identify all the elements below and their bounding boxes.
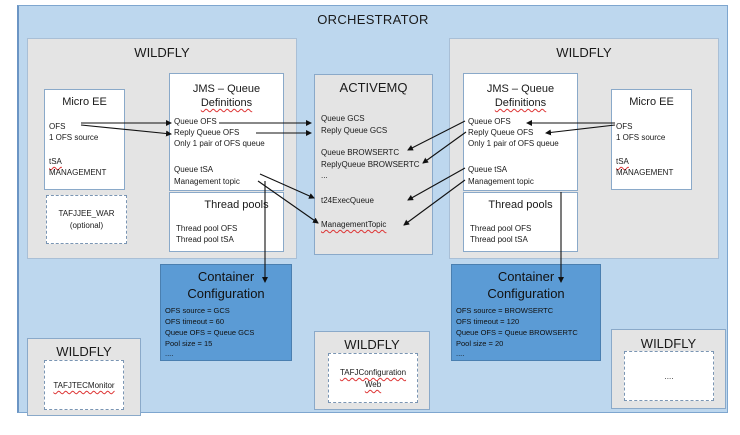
tafjtecmonitor-box: TAFJTECMonitor <box>44 360 124 410</box>
jms-right-queue-ofs: Queue OFS <box>468 117 511 126</box>
wildfly-left-title: WILDFLY <box>134 45 190 60</box>
jms-left-only-one-pair: Only 1 pair of OFS queue <box>174 139 265 148</box>
container-configuration-right: Container Configuration OFS source = BRO… <box>451 264 601 361</box>
wildfly-config-web-title: WILDFLY <box>344 337 400 352</box>
jms-left-title-text: Definitions <box>200 97 253 109</box>
micro-ee-left-ofs: OFS <box>49 122 66 131</box>
jms-left-title-line1: JMS – Queue <box>192 83 261 95</box>
micro-ee-left-management: MANAGEMENT <box>49 168 107 177</box>
thread-pool-ofs-right: Thread pool OFS <box>470 224 532 233</box>
config-left-pool-size: Pool size = 15 <box>165 339 213 348</box>
activemq-managementtopic: ManagementTopic <box>321 220 387 229</box>
jms-right-title-line1: JMS – Queue <box>486 83 555 95</box>
orchestrator-title: ORCHESTRATOR <box>317 12 429 27</box>
micro-ee-right: Micro EE OFS 1 OFS source tSA MANAGEMENT <box>611 89 692 190</box>
micro-ee-right-tsa: tSA <box>616 157 629 166</box>
jms-right-queue-tsa: Queue tSA <box>468 165 508 174</box>
config-right-ofs-timeout: OFS timeout = 120 <box>456 317 520 326</box>
jms-right-only-one-pair: Only 1 pair of OFS queue <box>468 139 559 148</box>
tafjjee-war-label: TAFJJEE_WAR <box>58 209 115 218</box>
config-left-queue-ofs: Queue OFS = Queue GCS <box>165 328 255 337</box>
jms-left-title-line2: Definitions <box>170 96 283 110</box>
tafjjee-war-box: TAFJJEE_WAR (optional) <box>46 195 127 244</box>
micro-ee-right-ofs-source: 1 OFS source <box>616 133 666 142</box>
tafjjee-war-optional: (optional) <box>69 221 104 230</box>
config-left-title-line2: Configuration <box>187 286 265 301</box>
activemq-queue-browsertc: Queue BROWSERTC <box>321 148 400 157</box>
other-app-box: .... <box>624 351 714 401</box>
micro-ee-right-title: Micro EE <box>629 96 674 108</box>
web-label: Web <box>329 379 417 390</box>
thread-pools-right-title: Thread pools <box>488 199 553 211</box>
micro-ee-left-ofs-source: 1 OFS source <box>49 133 99 142</box>
wildfly-other-title: WILDFLY <box>640 336 697 351</box>
tafjconfiguration-label: TAFJConfiguration <box>329 367 417 378</box>
config-right-pool-size: Pool size = 20 <box>456 339 504 348</box>
activemq-box: ACTIVEMQ Queue GCS Reply Queue GCS Queue… <box>314 74 433 255</box>
activemq-title: ACTIVEMQ <box>339 80 408 95</box>
thread-pool-tsa-left: Thread pool tSA <box>176 235 234 244</box>
activemq-reply-queue-gcs: Reply Queue GCS <box>321 126 388 135</box>
thread-pool-ofs-left: Thread pool OFS <box>176 224 238 233</box>
micro-ee-left: Micro EE OFS 1 OFS source tSA MANAGEMENT <box>44 89 125 190</box>
config-right-ofs-source: OFS source = BROWSERTC <box>456 306 554 315</box>
config-right-title-line1: Container <box>497 269 555 284</box>
thread-pools-right: Thread pools Thread pool OFS Thread pool… <box>463 192 578 252</box>
jms-queue-definitions-left: JMS – Queue Definitions Queue OFS Reply … <box>169 73 284 191</box>
config-right-title-line2: Configuration <box>487 286 565 301</box>
tafjconfiguration-text: TAFJConfiguration <box>339 368 407 377</box>
jms-left-queue-ofs: Queue OFS <box>174 117 217 126</box>
config-left-ofs-source: OFS source = GCS <box>165 306 230 315</box>
thread-pools-left: Thread pools Thread pool OFS Thread pool… <box>169 192 284 252</box>
container-configuration-left: Container Configuration OFS source = GCS… <box>160 264 292 361</box>
web-text: Web <box>364 380 382 389</box>
micro-ee-left-title: Micro EE <box>62 96 107 108</box>
micro-ee-left-tsa: tSA <box>49 157 62 166</box>
jms-left-management-topic: Management topic <box>174 177 240 186</box>
wildfly-right-title: WILDFLY <box>556 45 612 60</box>
jms-left-reply-queue-ofs: Reply Queue OFS <box>174 128 240 137</box>
activemq-ellipsis: ... <box>321 171 328 180</box>
jms-right-title-line2: Definitions <box>464 96 577 110</box>
config-left-title-line1: Container <box>197 269 255 284</box>
wildfly-monitor-title: WILDFLY <box>56 344 112 359</box>
tafjtecmonitor-label: TAFJTECMonitor <box>45 380 123 391</box>
thread-pools-left-title: Thread pools <box>204 199 269 211</box>
other-app-label: .... <box>664 372 674 381</box>
activemq-queue-gcs: Queue GCS <box>321 114 365 123</box>
config-left-ellipsis: .... <box>165 349 174 358</box>
jms-left-queue-tsa: Queue tSA <box>174 165 214 174</box>
config-left-ofs-timeout: OFS timeout = 60 <box>165 317 224 326</box>
config-right-queue-ofs: Queue OFS = Queue BROWSERTC <box>456 328 578 337</box>
config-right-ellipsis: .... <box>456 349 465 358</box>
jms-right-management-topic: Management topic <box>468 177 534 186</box>
activemq-t24execqueue: t24ExecQueue <box>321 196 374 205</box>
thread-pool-tsa-right: Thread pool tSA <box>470 235 528 244</box>
jms-queue-definitions-right: JMS – Queue Definitions Queue OFS Reply … <box>463 73 578 191</box>
tafjconfiguration-web-box: TAFJConfiguration Web <box>328 353 418 403</box>
micro-ee-right-management: MANAGEMENT <box>616 168 674 177</box>
micro-ee-right-ofs: OFS <box>616 122 633 131</box>
jms-right-reply-queue-ofs: Reply Queue OFS <box>468 128 534 137</box>
activemq-replyqueue-browsertc: ReplyQueue BROWSERTC <box>321 160 420 169</box>
jms-right-title-text: Definitions <box>494 97 547 109</box>
tafjtecmonitor-text: TAFJTECMonitor <box>53 381 115 390</box>
